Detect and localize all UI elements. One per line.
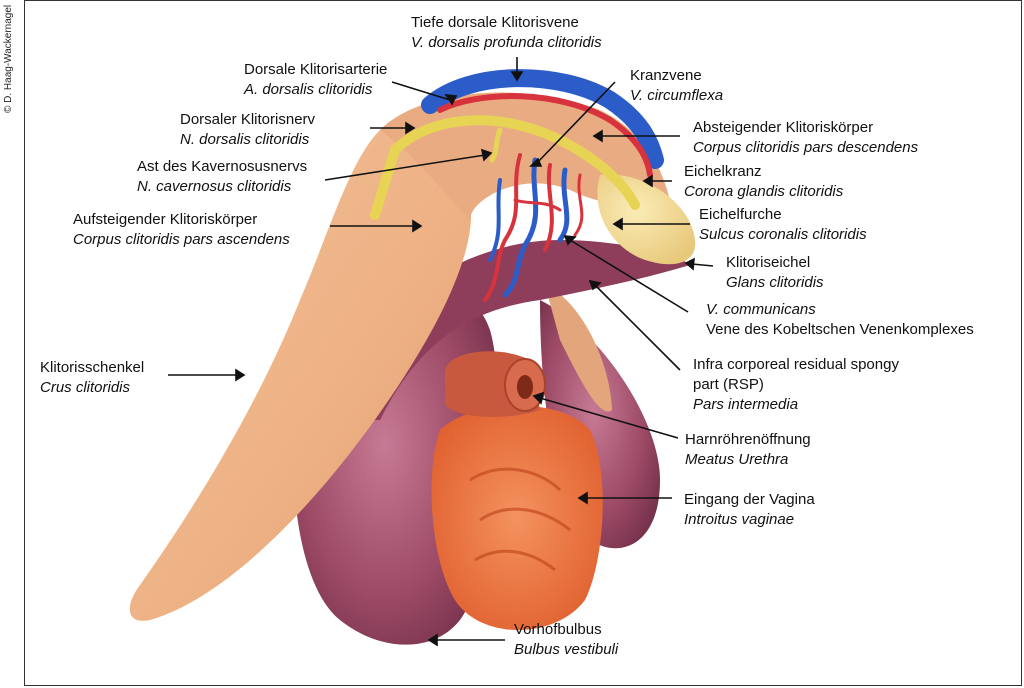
label-harnroehrenoeffnung: Harnröhrenöffnung Meatus Urethra [685,431,811,468]
n-dorsalis [370,115,640,220]
leader-lines [168,57,714,647]
kobelt-venous-complex [483,153,584,302]
label-eichelfurche: Eichelfurche Sulcus coronalis clitoridis [699,206,867,243]
n-cavernosus [489,127,503,163]
label-aufsteigender-koerper: Aufsteigender Klitoriskörper Corpus clit… [73,211,290,248]
label-klitorisschenkel: Klitorisschenkel Crus clitoridis [40,359,145,396]
label-klitoriseichel: Klitoriseichel Glans clitoridis [726,254,824,291]
label-eichelkranz: Eichelkranz Corona glandis clitoridis [684,163,844,200]
urethra-opening [517,375,533,399]
label-dorsaler-nerv: Dorsaler Klitorisnerv N. dorsalis clitor… [180,111,316,148]
label-vorhofbulbus: Vorhofbulbus Bulbus vestibuli [514,621,619,658]
label-tiefe-dorsale-vene: Tiefe dorsale Klitorisvene V. dorsalis p… [411,14,602,51]
a-dorsalis [437,93,653,178]
label-kranzvene: Kranzvene V. circumflexa [630,67,724,104]
pars-intermedia [330,240,690,420]
vaginal-folds [469,467,571,572]
crus-clitoridis-right [545,285,612,412]
crus-clitoridis-left [129,123,472,621]
label-dorsale-arterie: Dorsale Klitorisarterie A. dorsalis clit… [244,61,388,98]
introitus-vaginae [431,405,603,630]
glans-clitoridis [597,174,696,265]
label-v-communicans: V. communicans Vene des Kobeltschen Vene… [706,301,974,338]
label-kavernosusnerv: Ast des Kavernosusnervs N. cavernosus cl… [137,158,308,195]
label-rsp: Infra corporeal residual spongy part (RS… [693,356,899,413]
label-absteigender-koerper: Absteigender Klitoriskörper Corpus clito… [693,119,919,156]
label-eingang-vagina: Eingang der Vagina Introitus vaginae [684,491,815,528]
image-frame [24,0,1022,686]
